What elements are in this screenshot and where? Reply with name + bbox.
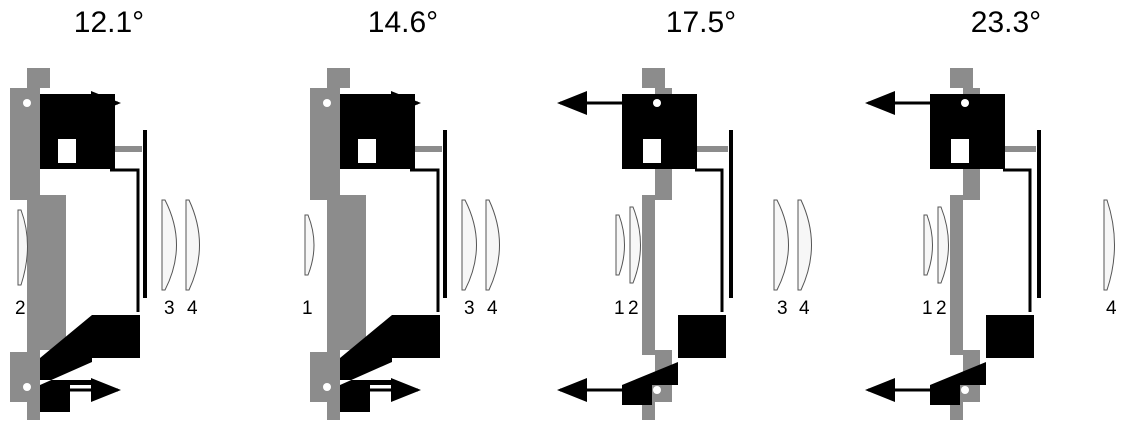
lens-arm xyxy=(410,168,440,312)
lower-carriage xyxy=(340,315,440,412)
lens-number: 1 xyxy=(302,298,313,319)
lens-arm xyxy=(695,168,724,312)
lens-3 xyxy=(773,199,789,291)
lens-number: 4 xyxy=(187,298,198,319)
pivot-pin-top xyxy=(653,99,661,107)
pivot-pin-top xyxy=(323,99,331,107)
carriage-window xyxy=(643,139,661,163)
upper-carriage xyxy=(340,94,415,169)
carriage-window xyxy=(58,139,76,163)
lens-4 xyxy=(485,199,500,291)
angle-label-12-1: 12.1° xyxy=(73,6,145,39)
lens-4 xyxy=(185,199,200,291)
config-12-1 xyxy=(10,68,200,420)
lens-4 xyxy=(1103,199,1115,291)
lens-number: 3 xyxy=(464,298,475,319)
lens-arm xyxy=(1003,168,1032,312)
lens-1 xyxy=(304,214,315,276)
housing-frame xyxy=(310,68,366,420)
lens-number: 2 xyxy=(15,298,26,319)
lens-number: 2 xyxy=(628,298,639,319)
pivot-pin-top xyxy=(961,99,969,107)
angle-label-17-5: 17.5° xyxy=(665,6,737,39)
lens-1 xyxy=(923,214,933,276)
lens-2 xyxy=(629,206,641,284)
lower-carriage xyxy=(622,315,726,405)
lens-2 xyxy=(937,206,949,284)
lower-carriage xyxy=(40,315,140,412)
config-23-3 xyxy=(865,68,1115,420)
lens-arm xyxy=(110,168,140,312)
config-14-6 xyxy=(304,68,500,420)
lens-number: 4 xyxy=(1106,298,1117,319)
pivot-pin-bottom xyxy=(23,383,31,391)
lens-number: 1 xyxy=(614,298,625,319)
lens-number: 4 xyxy=(487,298,498,319)
lens-number: 2 xyxy=(936,298,947,319)
lens-number: 3 xyxy=(164,298,175,319)
housing-frame xyxy=(10,68,66,420)
lens-4 xyxy=(797,199,812,291)
lower-carriage xyxy=(930,315,1034,405)
pivot-pin-bottom xyxy=(323,383,331,391)
pivot-pin-top xyxy=(23,99,31,107)
pivot-pin-bottom xyxy=(653,386,661,394)
lens-3 xyxy=(161,199,177,291)
lens-3 xyxy=(461,199,477,291)
lens-1 xyxy=(615,214,625,276)
lens-2 xyxy=(17,209,28,286)
carriage-window xyxy=(951,139,969,163)
config-17-5 xyxy=(557,68,812,420)
angle-label-14-6: 14.6° xyxy=(367,6,439,39)
upper-carriage xyxy=(40,94,115,169)
lens-number: 1 xyxy=(922,298,933,319)
angle-label-23-3: 23.3° xyxy=(970,6,1042,39)
pivot-pin-bottom xyxy=(961,386,969,394)
pin-frame-top xyxy=(10,88,27,118)
lens-number: 4 xyxy=(799,298,810,319)
lens-number: 3 xyxy=(777,298,788,319)
carriage-window xyxy=(358,139,376,163)
